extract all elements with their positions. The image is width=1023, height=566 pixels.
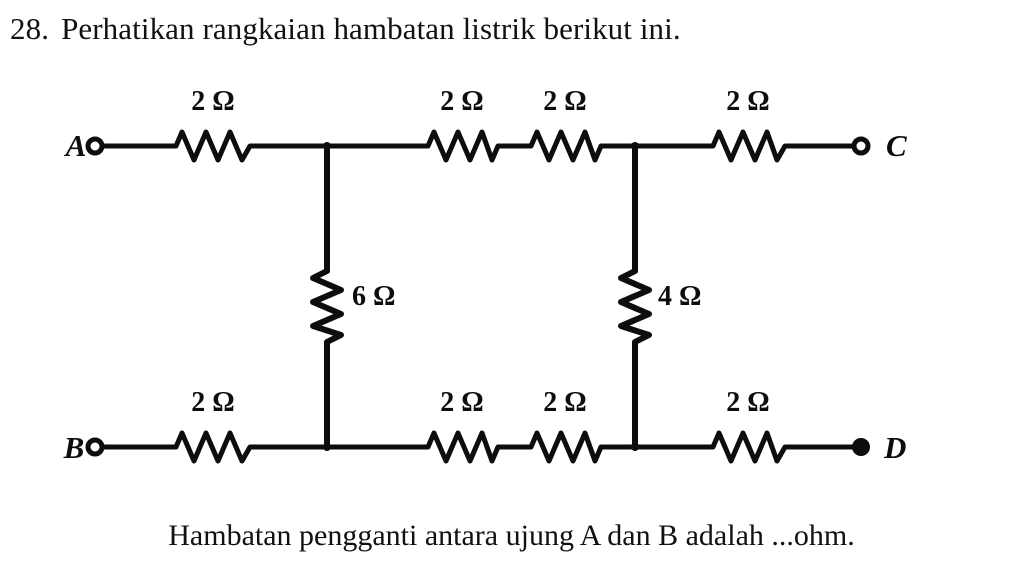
resistor-zigzag-vertical	[310, 260, 344, 353]
terminal-b: B	[63, 430, 105, 465]
junction-bottom-left	[323, 443, 331, 451]
resistor-bottom-2: 2 Ω	[417, 387, 508, 464]
question-line: 28. Perhatikan rangkaian hambatan listrik…	[10, 8, 1010, 50]
answer-prompt: Hambatan pengganti antara ujung A dan B …	[168, 519, 855, 552]
terminal-label-c: C	[886, 128, 907, 163]
terminal-node-icon	[851, 136, 871, 156]
question-number: 28.	[10, 11, 50, 46]
junction-bottom-right	[631, 443, 639, 451]
resistor-zigzag	[165, 430, 261, 464]
terminal-label-a: A	[64, 128, 87, 163]
resistor-bottom-4: 2 Ω	[702, 387, 796, 464]
resistor-top-3: 2 Ω	[520, 86, 611, 163]
resistor-zigzag	[702, 129, 796, 163]
resistor-label-r3: 2 Ω	[543, 86, 586, 117]
circuit-diagram: 2 Ω 2 Ω 2 Ω 2 Ω	[0, 78, 1023, 488]
terminal-node-icon	[852, 438, 870, 456]
junction-top-right	[631, 142, 639, 150]
resistor-zigzag-vertical	[618, 260, 652, 353]
terminal-label-b: B	[63, 430, 85, 465]
resistor-zigzag	[702, 430, 796, 464]
resistor-top-1: 2 Ω	[165, 86, 261, 163]
resistor-label-r7: 2 Ω	[543, 387, 586, 418]
junction-top-left	[323, 142, 331, 150]
resistor-label-r2: 2 Ω	[440, 86, 483, 117]
resistor-label-r1: 2 Ω	[191, 86, 234, 117]
resistor-zigzag	[417, 430, 508, 464]
branch-right-4ohm: 4 Ω	[618, 143, 701, 450]
resistor-bottom-1: 2 Ω	[165, 387, 261, 464]
terminal-node-icon	[85, 136, 105, 156]
question-text: Perhatikan rangkaian hambatan listrik be…	[61, 11, 681, 46]
resistor-zigzag	[520, 129, 611, 163]
terminal-c: C	[851, 128, 907, 163]
branch-left-6ohm: 6 Ω	[310, 143, 395, 450]
resistor-label-r10: 4 Ω	[658, 281, 701, 312]
junction-nodes	[323, 142, 639, 451]
resistor-top-4: 2 Ω	[702, 86, 796, 163]
circuit-svg: 2 Ω 2 Ω 2 Ω 2 Ω	[63, 86, 907, 465]
resistor-label-r9: 6 Ω	[352, 281, 395, 312]
terminal-label-d: D	[883, 430, 906, 465]
resistor-zigzag	[520, 430, 611, 464]
resistor-zigzag	[165, 129, 261, 163]
resistor-zigzag	[417, 129, 508, 163]
resistor-top-2: 2 Ω	[417, 86, 508, 163]
terminal-a: A	[64, 128, 105, 163]
terminal-d: D	[852, 430, 906, 465]
resistor-label-r5: 2 Ω	[191, 387, 234, 418]
resistor-label-r6: 2 Ω	[440, 387, 483, 418]
resistor-label-r4: 2 Ω	[726, 86, 769, 117]
resistor-label-r8: 2 Ω	[726, 387, 769, 418]
terminal-node-icon	[85, 437, 105, 457]
resistor-bottom-3: 2 Ω	[520, 387, 611, 464]
